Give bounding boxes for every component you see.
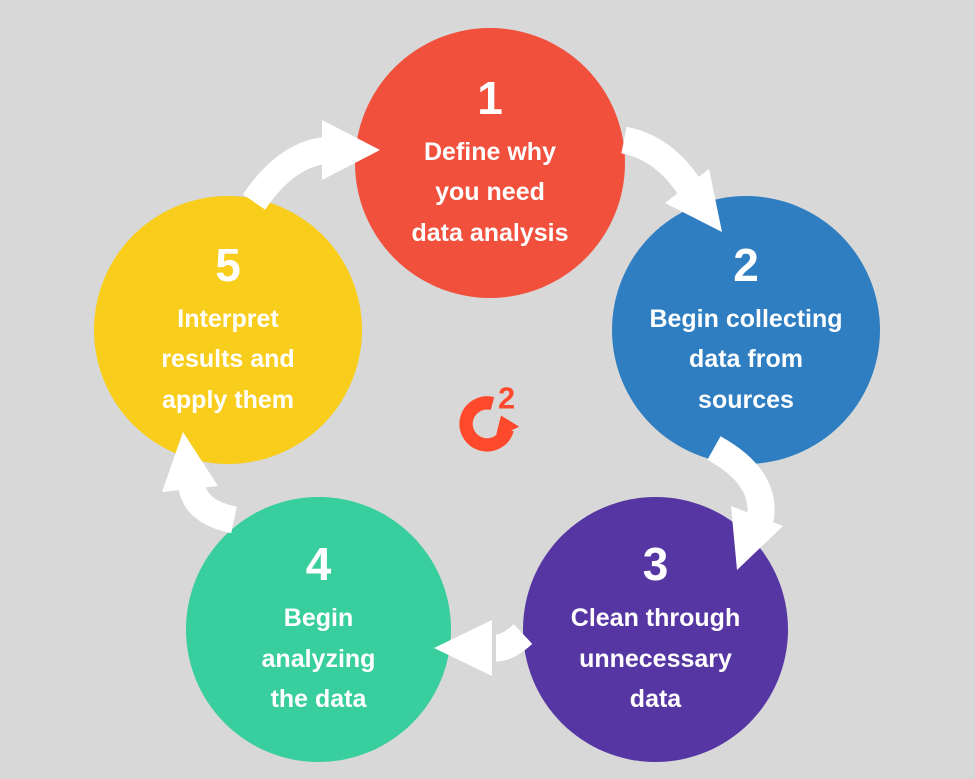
step-3-circle: 3 Clean through unnecessary data [523, 497, 788, 762]
g2-logo-tail [495, 415, 520, 438]
step-2-label: Begin collecting data from sources [649, 304, 843, 414]
step-4-label: Begin analyzing the data [261, 604, 376, 714]
step-1-label: Define why you need data analysis [411, 137, 569, 247]
step-3-number: 3 [642, 538, 669, 591]
g2-logo-mark: 2 [498, 381, 515, 416]
step-3-label: Clean through unnecessary data [570, 604, 741, 714]
g2-logo-graphic: 2 [459, 381, 520, 452]
step-4-number: 4 [305, 538, 332, 591]
step-1-circle: 1 Define why you need data analysis [355, 28, 625, 298]
step-5-circle: 5 Interpret results and apply them [94, 196, 362, 464]
g2-logo-ring [459, 396, 514, 452]
step-5-number: 5 [215, 238, 241, 291]
g2-logo: 2 [452, 380, 522, 463]
step-2-circle: 2 Begin collecting data from sources [612, 196, 880, 464]
step-5-label: Interpret results and apply them [161, 304, 295, 414]
step-4-circle: 4 Begin analyzing the data [186, 497, 451, 762]
step-1-number: 1 [477, 71, 503, 124]
step-2-number: 2 [733, 238, 759, 291]
